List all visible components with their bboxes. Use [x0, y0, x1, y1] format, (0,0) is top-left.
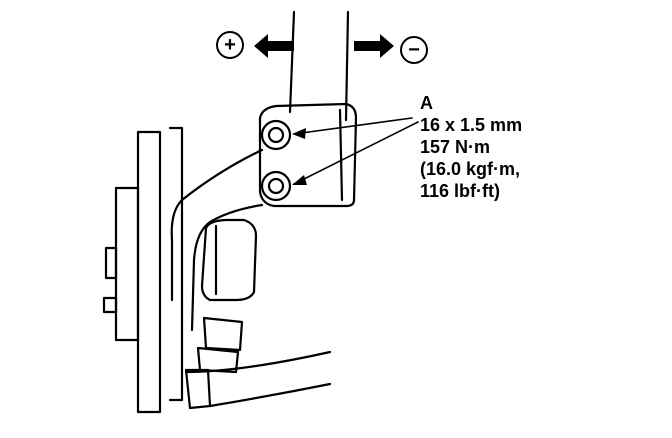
strut-tube	[288, 10, 350, 122]
bracket-bolt-upper	[260, 119, 292, 151]
strut-bracket	[258, 102, 358, 208]
callout-torque-lbfft: 116 lbf·ft)	[420, 181, 501, 201]
torque-callout: A 16 x 1.5 mm 157 N·m (16.0 kgf·m, 116 l…	[420, 92, 522, 202]
ball-joint	[196, 316, 244, 374]
callout-torque-nm: 157 N·m	[420, 137, 491, 157]
minus-symbol-icon: −	[400, 36, 428, 64]
plus-symbol-icon: +	[216, 31, 244, 59]
plus-symbol-text: +	[224, 34, 236, 56]
wheel-hub	[102, 186, 140, 342]
direction-arrow-left	[254, 34, 294, 58]
callout-torque-kgfm: (16.0 kgf·m,	[420, 159, 521, 179]
minus-symbol-text: −	[408, 39, 420, 61]
callout-letter: A	[420, 93, 433, 113]
callout-leader-lines	[293, 117, 419, 185]
leader-arrowhead-lower	[292, 175, 307, 185]
direction-arrow-right	[354, 34, 394, 58]
lower-arm	[184, 350, 332, 410]
leader-arrowhead-upper	[292, 128, 306, 139]
callout-bolt-size: 16 x 1.5 mm	[420, 115, 523, 135]
rubber-boot	[200, 218, 258, 302]
brake-disc	[136, 126, 184, 414]
bracket-bolt-lower	[260, 170, 292, 202]
